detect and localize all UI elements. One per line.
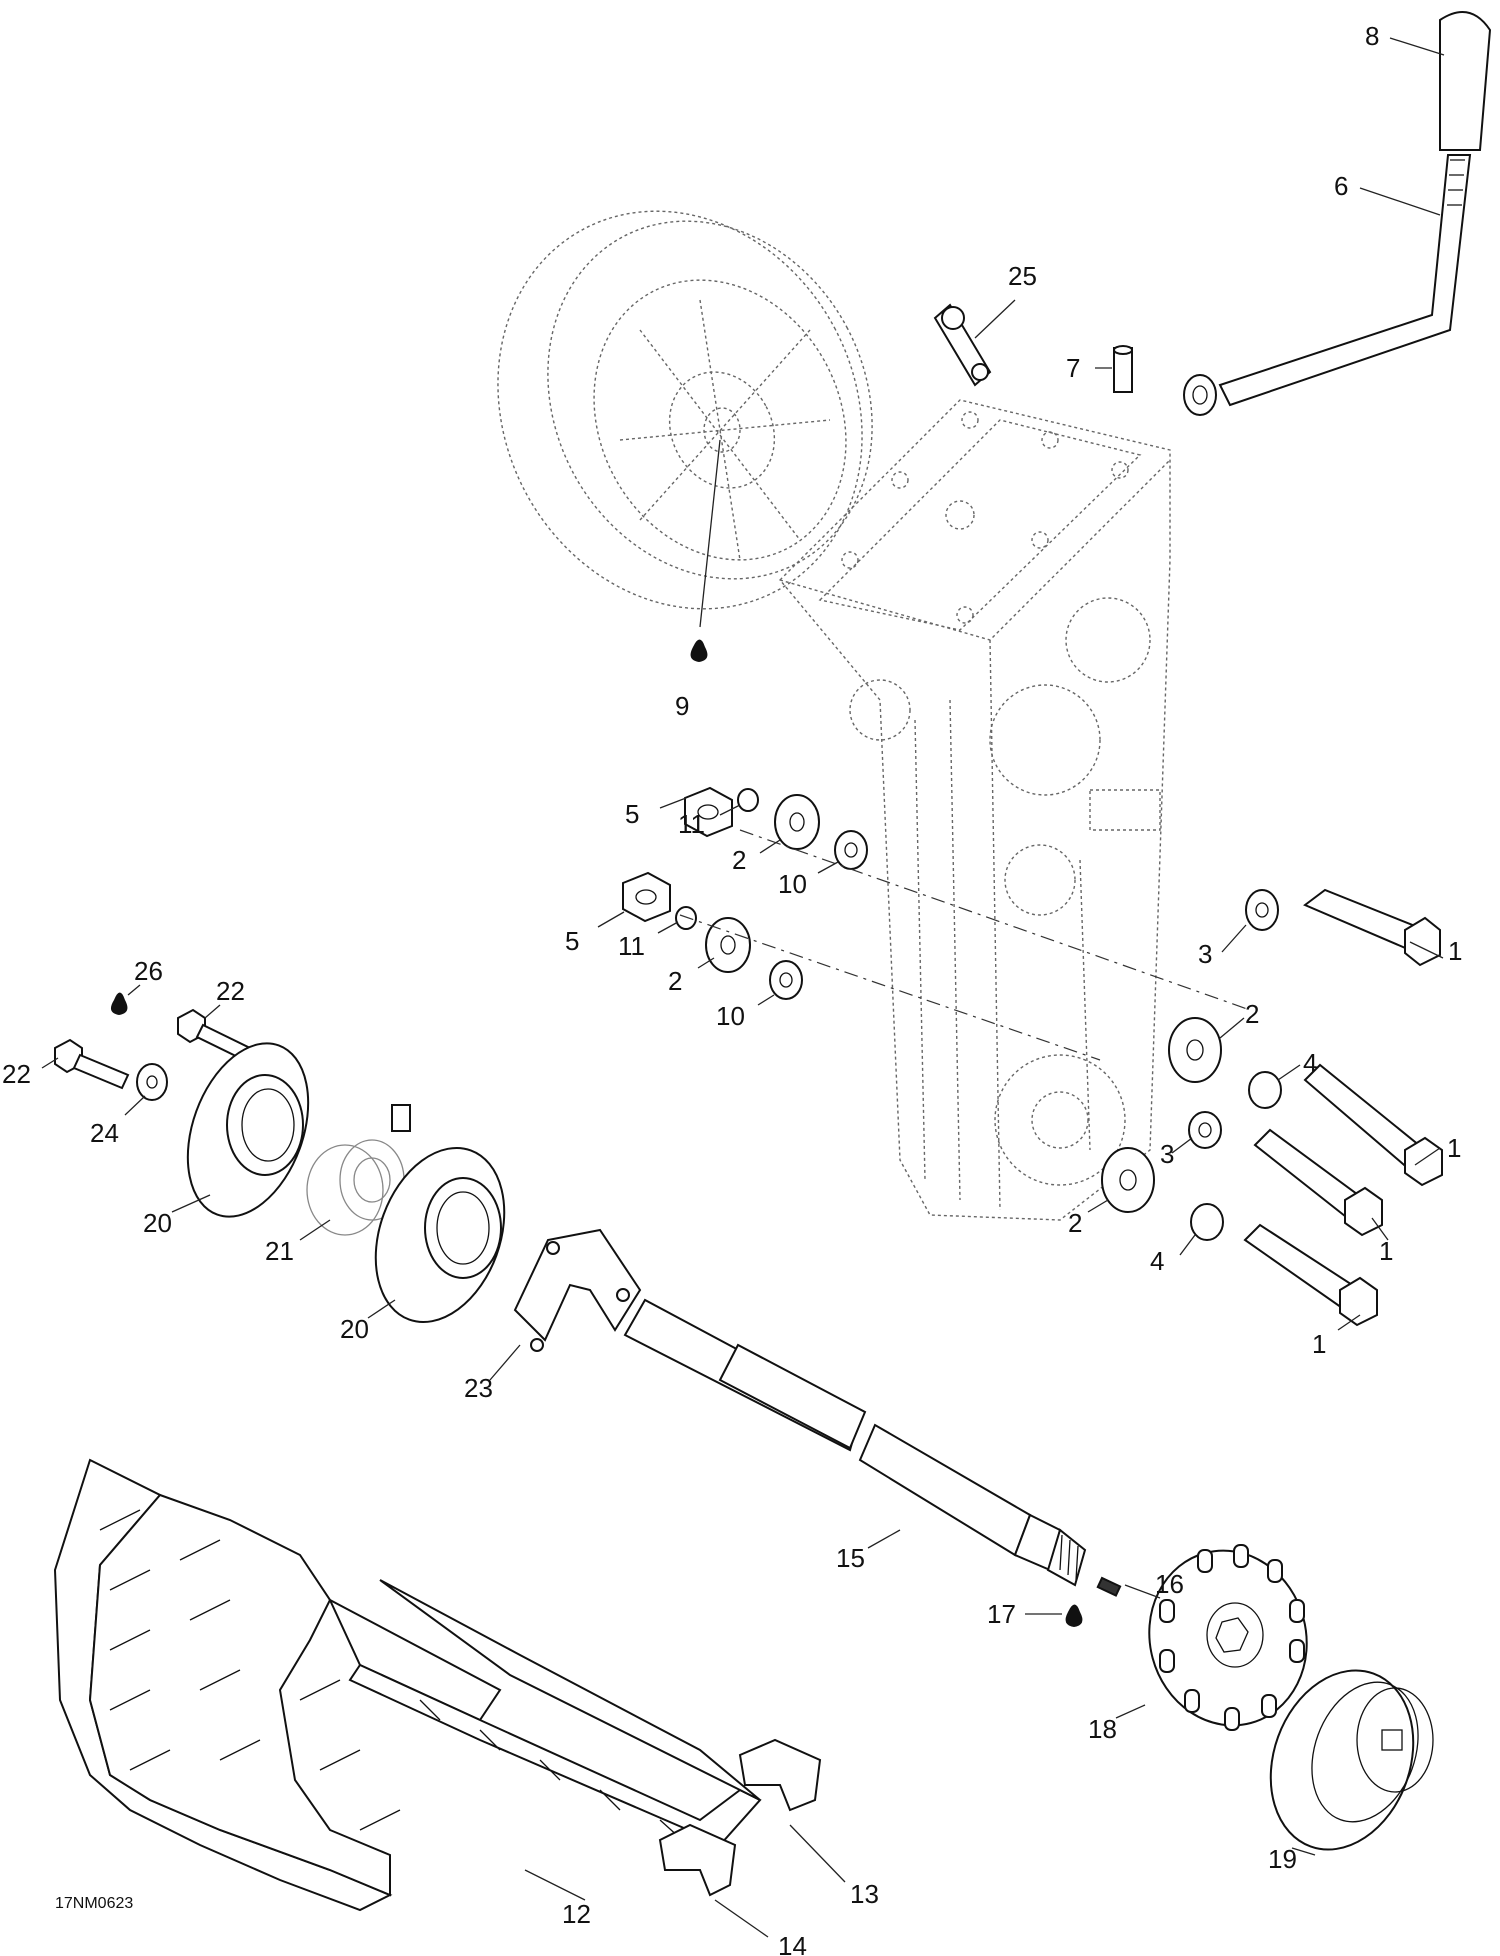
oil-drop-icon	[110, 992, 128, 1015]
callout-label: 11	[618, 931, 645, 961]
callout-label: 20	[340, 1314, 369, 1344]
fasteners-upper	[622, 786, 1251, 1061]
callout-label: 3	[1160, 1139, 1174, 1169]
oil-drop-icon	[690, 639, 708, 662]
leader-lines	[41, 37, 1445, 1938]
callout-label: 2	[668, 966, 682, 996]
callout-label: 2	[732, 845, 746, 875]
sprocket-18	[1148, 1544, 1308, 1731]
callout-label: 3	[1198, 939, 1212, 969]
slider-13	[738, 1738, 822, 1812]
callout-label: 11	[678, 809, 705, 839]
callout-label: 23	[464, 1373, 493, 1403]
callout-label: 2	[1245, 999, 1259, 1029]
callout-label: 22	[216, 976, 245, 1006]
callout-label: 20	[143, 1208, 172, 1238]
callout-label: 25	[1008, 261, 1037, 291]
callout-label: 26	[134, 956, 163, 986]
slider-14	[658, 1823, 737, 1897]
callout-label: 10	[716, 1001, 745, 1031]
pin-7	[1113, 345, 1133, 393]
track-12	[53, 1458, 762, 1912]
fasteners-right	[1101, 888, 1443, 1327]
oil-drop-icon	[1065, 1604, 1083, 1627]
callout-label: 21	[265, 1236, 294, 1266]
callout-label: 12	[562, 1899, 591, 1929]
callout-label: 19	[1268, 1844, 1297, 1874]
callout-label: 15	[836, 1543, 865, 1573]
callout-label: 13	[850, 1879, 879, 1909]
callout-label: 7	[1066, 353, 1080, 383]
bracket-23	[513, 1228, 642, 1352]
callout-label: 4	[1150, 1246, 1164, 1276]
callout-label: 22	[2, 1059, 31, 1089]
shift-lever	[1183, 11, 1492, 416]
ghost-gearbox	[779, 399, 1171, 1221]
callout-label: 17	[987, 1599, 1016, 1629]
callout-label: 4	[1303, 1048, 1317, 1078]
bracket-25	[933, 303, 992, 387]
callout-label: 6	[1334, 171, 1348, 201]
wheel-19	[1269, 1669, 1434, 1851]
drive-axle	[623, 1298, 1122, 1597]
ghost-drive-pulley	[497, 210, 873, 610]
callout-label: 14	[778, 1931, 807, 1956]
callout-label: 1	[1312, 1329, 1326, 1359]
callout-label: 24	[90, 1118, 119, 1148]
callout-label: 18	[1088, 1714, 1117, 1744]
callout-label: 1	[1379, 1236, 1393, 1266]
callout-label: 1	[1447, 1133, 1461, 1163]
callout-label: 9	[675, 691, 689, 721]
callout-labels: 8 6 25 7 9 5 11 2 10 3 1 5 11 2 10 2 4 1…	[2, 21, 1462, 1956]
callout-label: 5	[565, 926, 579, 956]
callout-label: 16	[1155, 1569, 1184, 1599]
callout-label: 5	[625, 799, 639, 829]
callout-label: 2	[1068, 1208, 1082, 1238]
callout-label: 10	[778, 869, 807, 899]
callout-label: 1	[1448, 936, 1462, 966]
bearing-assembly	[54, 1008, 506, 1324]
callout-label: 8	[1365, 21, 1379, 51]
drawing-code: 17NM0623	[55, 1895, 133, 1912]
